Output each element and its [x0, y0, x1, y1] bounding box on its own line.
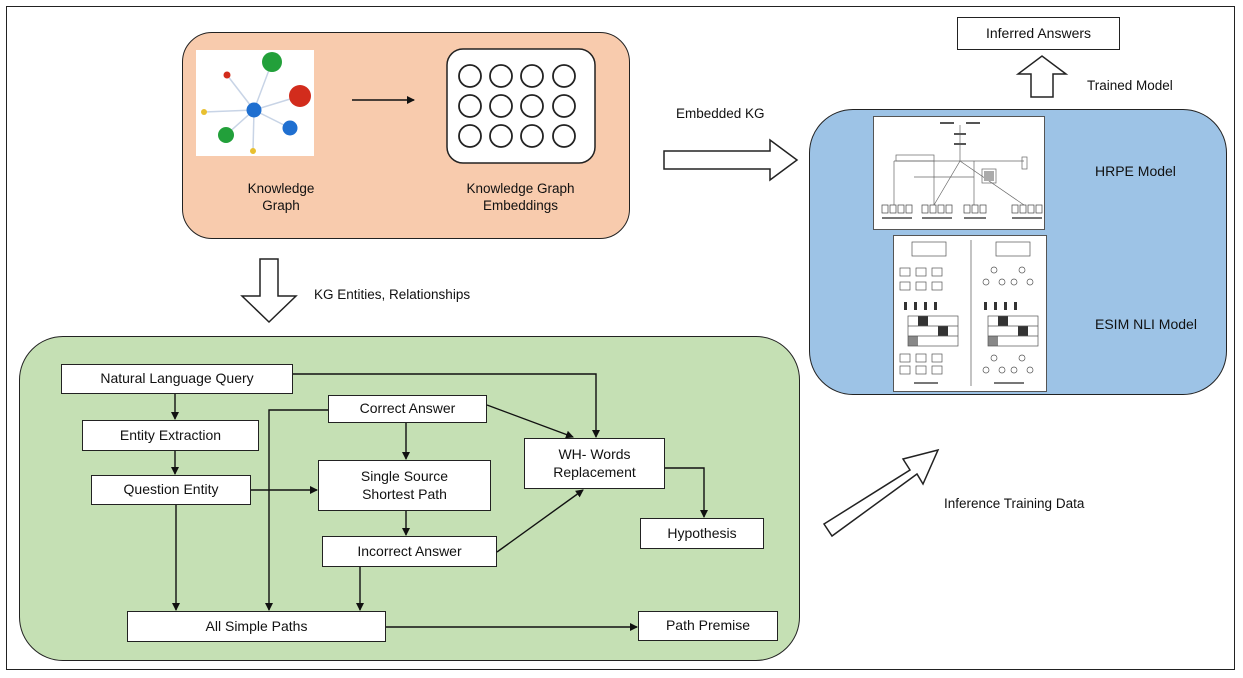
hrpe-model-figure — [873, 116, 1045, 230]
embeddings-image — [446, 48, 596, 164]
diagram-frame — [6, 6, 1235, 670]
hypothesis-box: Hypothesis — [640, 518, 764, 549]
esim-model-figure — [893, 235, 1047, 392]
esim-model-label: ESIM NLI Model — [1095, 316, 1197, 332]
correct-answer-box: Correct Answer — [328, 395, 487, 423]
knowledge-graph-label: Knowledge Graph — [247, 181, 315, 213]
all-simple-paths-box: All Simple Paths — [127, 611, 386, 642]
natural-language-query-box: Natural Language Query — [61, 364, 293, 394]
path-premise-box: Path Premise — [638, 611, 778, 641]
embedded-kg-label: Embedded KG — [676, 106, 765, 121]
inference-training-data-label: Inference Training Data — [944, 496, 1085, 511]
incorrect-answer-box: Incorrect Answer — [322, 536, 497, 567]
inferred-answers-box: Inferred Answers — [957, 17, 1120, 50]
hrpe-model-label: HRPE Model — [1095, 163, 1176, 179]
embeddings-label: Knowledge Graph Embeddings — [466, 181, 575, 213]
kg-entities-label: KG Entities, Relationships — [314, 287, 471, 302]
question-entity-box: Question Entity — [91, 475, 251, 505]
entity-extraction-box: Entity Extraction — [82, 420, 259, 451]
trained-model-label: Trained Model — [1087, 78, 1173, 93]
knowledge-graph-image — [196, 50, 314, 156]
